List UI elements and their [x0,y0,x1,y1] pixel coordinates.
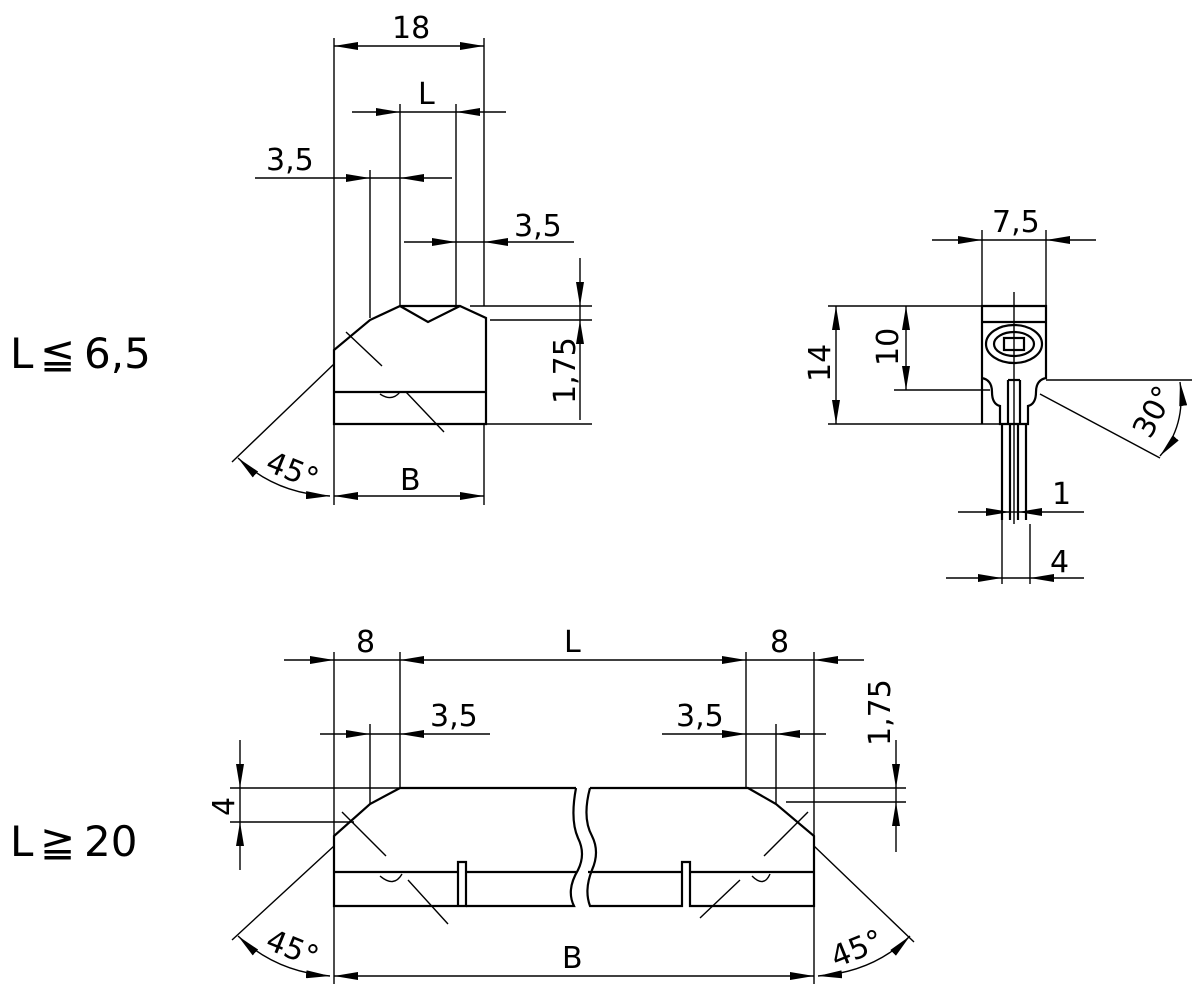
side-part-outline [980,292,1048,524]
bottom-dim-1-75-label: 1,75 [863,679,898,746]
bottom-dim-4: 4 [207,740,244,870]
side-dim-10-label: 10 [871,328,906,366]
top-part-outline [332,304,488,433]
bottom-extension-lines [230,652,906,984]
bottom-dim-4-label: 4 [207,797,242,816]
top-dim-18: 18 [334,11,484,50]
side-dim-4: 4 [946,545,1084,582]
bottom-condition-value: 20 [84,817,137,866]
top-dim-3-5-left-label: 3,5 [266,143,314,178]
top-dim-3-5-left: 3,5 [255,143,452,182]
top-dim-B: B [334,463,484,500]
top-view: L ≦ 6,5 [10,11,592,505]
side-dim-7-5-label: 7,5 [992,205,1040,240]
top-extension-lines [333,38,592,505]
bottom-part-outline [332,786,816,925]
top-condition-L: L [10,329,34,378]
bottom-dim-B: B [334,941,814,980]
top-condition-value: 6,5 [84,329,151,378]
bottom-condition-L: L [10,817,34,866]
top-dim-L: L [352,77,506,116]
bottom-dim-45-left-label: 45° [261,923,323,975]
bottom-dim-3-5-left-label: 3,5 [430,699,478,734]
bottom-dim-1-75: 1,75 [863,679,900,852]
side-dim-14-label: 14 [803,344,838,382]
side-view: 7,5 14 10 30° 1 4 [803,205,1192,584]
top-condition-symbol: ≦ [40,329,75,378]
top-dim-1-75-label: 1,75 [548,337,583,404]
side-dim-1-label: 1 [1052,477,1071,512]
bottom-dim-45-right: 45° [813,845,915,979]
bottom-dim-45-right-label: 45° [826,923,888,975]
top-dim-3-5-right-label: 3,5 [514,209,562,244]
side-dim-1: 1 [958,477,1084,516]
bottom-dim-B-label: B [562,941,583,976]
bottom-dim-8-left-label: 8 [356,625,375,660]
top-dim-3-5-right: 3,5 [404,209,574,246]
top-dim-L-label: L [418,77,435,112]
top-dim-B-label: B [400,463,421,498]
bottom-dim-3-5-left: 3,5 [320,699,490,738]
top-dim-1-75: 1,75 [548,258,584,420]
bottom-dim-L-label: L [564,625,581,660]
bottom-dim-top-chain: 8 L 8 [284,625,864,664]
bottom-dim-3-5-right-label: 3,5 [676,699,724,734]
bottom-condition-label: L ≧ 20 [10,817,137,866]
bottom-condition-symbol: ≧ [40,817,75,866]
top-dim-45-label: 45° [261,445,323,497]
side-dim-30: 30° [1039,380,1188,459]
side-dim-4-label: 4 [1050,545,1069,580]
bottom-dim-3-5-right: 3,5 [662,699,826,738]
side-dim-14: 14 [803,306,840,424]
top-dim-18-label: 18 [392,11,430,46]
top-dim-45: 45° [231,363,335,500]
top-condition-label: L ≦ 6,5 [10,329,151,378]
bottom-view: L ≧ 20 [10,625,915,984]
bottom-dim-8-right-label: 8 [770,625,789,660]
side-dim-10: 10 [871,306,910,390]
bottom-dim-45-left: 45° [231,845,335,979]
side-dim-7-5: 7,5 [932,205,1096,244]
